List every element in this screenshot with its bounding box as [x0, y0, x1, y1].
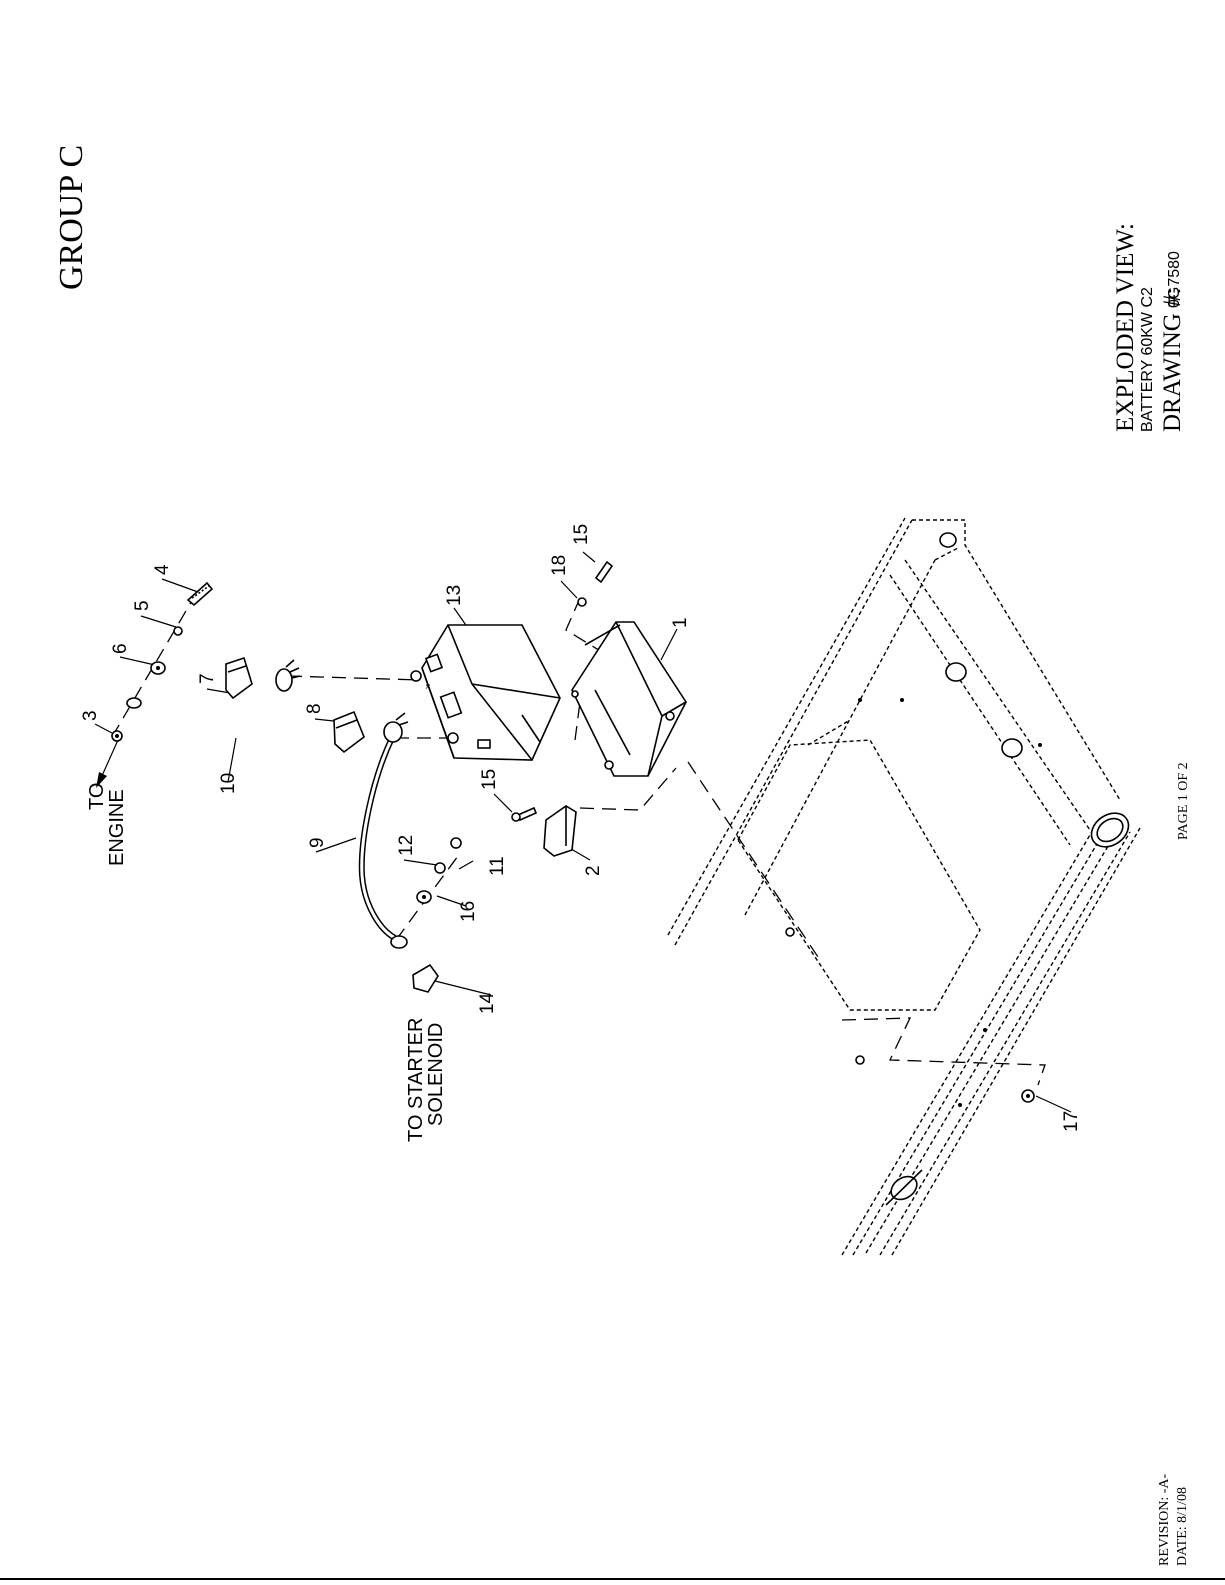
title-block: EXPLODED VIEW: BATTERY 60KW C2 DRAWING #… — [1112, 223, 1186, 432]
date-label: DATE: 8/1/08 — [1175, 1487, 1190, 1566]
leader-lines — [95, 552, 1071, 1112]
terminal-boot-14 — [413, 965, 438, 992]
lockwasher-icon-5 — [174, 627, 182, 635]
part-number-2: 2 — [583, 865, 604, 876]
explode-lines — [112, 587, 1045, 1085]
bolt-icon-15a — [596, 562, 612, 582]
nut-icon-11 — [451, 838, 461, 848]
terminal-cover-8 — [334, 712, 364, 752]
part-number-15b: 15 — [479, 769, 500, 790]
terminal-cover-7 — [226, 658, 252, 698]
part-number-13: 13 — [444, 585, 465, 606]
page-indicator: PAGE 1 OF 2 — [1176, 762, 1191, 840]
part-numbers: 1 2 3 4 5 6 7 8 9 10 11 12 13 14 15 15 1… — [80, 524, 1082, 1132]
group-heading: GROUP C — [53, 145, 90, 290]
page-bottom-rule — [0, 1578, 1225, 1580]
battery-13: × — [411, 625, 560, 760]
part-number-17: 17 — [1061, 1111, 1082, 1132]
part-number-7: 7 — [197, 673, 218, 684]
to-engine-label-line2: ENGINE — [106, 789, 128, 866]
ring-terminal-icon — [127, 698, 141, 708]
part-number-18: 18 — [549, 555, 570, 576]
drawing-number-label: DRAWING #: — [1159, 287, 1186, 432]
part-number-12: 12 — [396, 835, 417, 856]
part-number-3: 3 — [80, 710, 101, 721]
cable-9 — [362, 713, 408, 948]
revision-label: REVISION: -A- — [1157, 1474, 1172, 1566]
to-engine-arrow — [101, 740, 118, 778]
generator-base-frame — [668, 518, 1140, 1255]
exploded-view-label: EXPLODED VIEW: — [1112, 223, 1139, 432]
part-number-5: 5 — [132, 600, 153, 611]
part-number-15a: 15 — [571, 524, 592, 545]
part-number-4: 4 — [152, 564, 173, 575]
part-number-14: 14 — [477, 992, 498, 1014]
hold-down-bracket-2 — [544, 806, 576, 856]
part-number-1: 1 — [670, 617, 691, 628]
part-number-11: 11 — [487, 856, 508, 876]
lockwasher-icon-12 — [435, 863, 445, 873]
drawing-number: 0G7580 — [1166, 251, 1183, 308]
part-number-6: 6 — [110, 643, 131, 654]
lockwasher-icon-18 — [578, 598, 586, 606]
drawing-subtitle: BATTERY 60KW C2 — [1139, 287, 1156, 432]
bolt-icon-15b — [518, 808, 536, 820]
to-starter-label-line1: TO STARTER — [405, 1018, 427, 1142]
to-starter-label-line2: SOLENOID — [425, 1023, 447, 1126]
svg-text:×: × — [425, 682, 431, 693]
part-number-8: 8 — [304, 703, 325, 714]
part-number-9: 9 — [307, 837, 328, 848]
